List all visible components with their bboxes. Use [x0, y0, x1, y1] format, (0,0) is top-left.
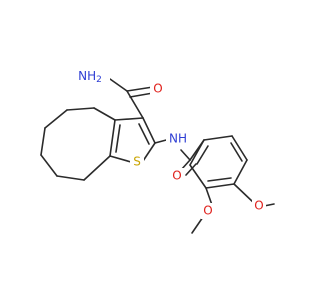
benzene-ring — [189, 135, 248, 189]
label-bg — [130, 154, 144, 170]
cycloheptane-ring — [40, 107, 116, 181]
bond — [109, 119, 116, 157]
bond-double — [230, 142, 243, 162]
bond — [191, 216, 204, 234]
bond — [126, 86, 154, 92]
bond — [233, 159, 248, 185]
bond-double — [138, 123, 150, 145]
structure-svg: NH2 O NH S O O O — [40, 68, 275, 234]
bond — [189, 164, 207, 189]
bond — [233, 183, 255, 204]
label-bg — [166, 130, 190, 148]
bond — [40, 154, 58, 177]
methoxy-oxygen-label: O — [254, 199, 263, 213]
bond — [142, 142, 156, 162]
bond — [126, 90, 144, 119]
bond-double — [207, 177, 232, 182]
bond — [142, 117, 156, 144]
thiophene-ring — [109, 117, 156, 163]
amide-oxygen-label: O — [153, 82, 162, 96]
label-bg — [252, 198, 266, 214]
bond — [189, 139, 205, 166]
methoxy-oxygen-label: O — [203, 204, 212, 218]
bond-double — [196, 145, 209, 165]
bond-double — [185, 163, 197, 176]
bond — [109, 78, 128, 92]
bond — [114, 117, 144, 121]
label-bg — [78, 68, 110, 86]
bond — [180, 149, 191, 161]
bond — [44, 109, 68, 129]
bond — [56, 175, 85, 181]
amide-nh-label: NH — [169, 132, 187, 146]
benzamide-oxygen-label: O — [172, 169, 181, 183]
thiophene-sulfur-label: S — [133, 155, 141, 169]
bond — [93, 107, 116, 121]
bond — [203, 135, 233, 141]
molecule-diagram: NH2 O NH S O O O — [40, 68, 275, 234]
carboxamide-group — [109, 78, 154, 119]
bond — [205, 183, 235, 189]
label-bg — [201, 203, 215, 219]
bond — [40, 127, 46, 156]
bond — [109, 155, 132, 163]
atom-labels: NH2 O NH S O O O — [78, 68, 266, 219]
label-bg — [150, 82, 164, 98]
bond — [231, 135, 248, 161]
bond — [66, 107, 95, 111]
bond-double — [129, 92, 154, 98]
bond-double — [115, 124, 121, 153]
amide-nh2-label: NH2 — [78, 69, 102, 85]
label-bg — [170, 168, 184, 184]
bond — [205, 187, 213, 206]
bond — [83, 155, 111, 181]
